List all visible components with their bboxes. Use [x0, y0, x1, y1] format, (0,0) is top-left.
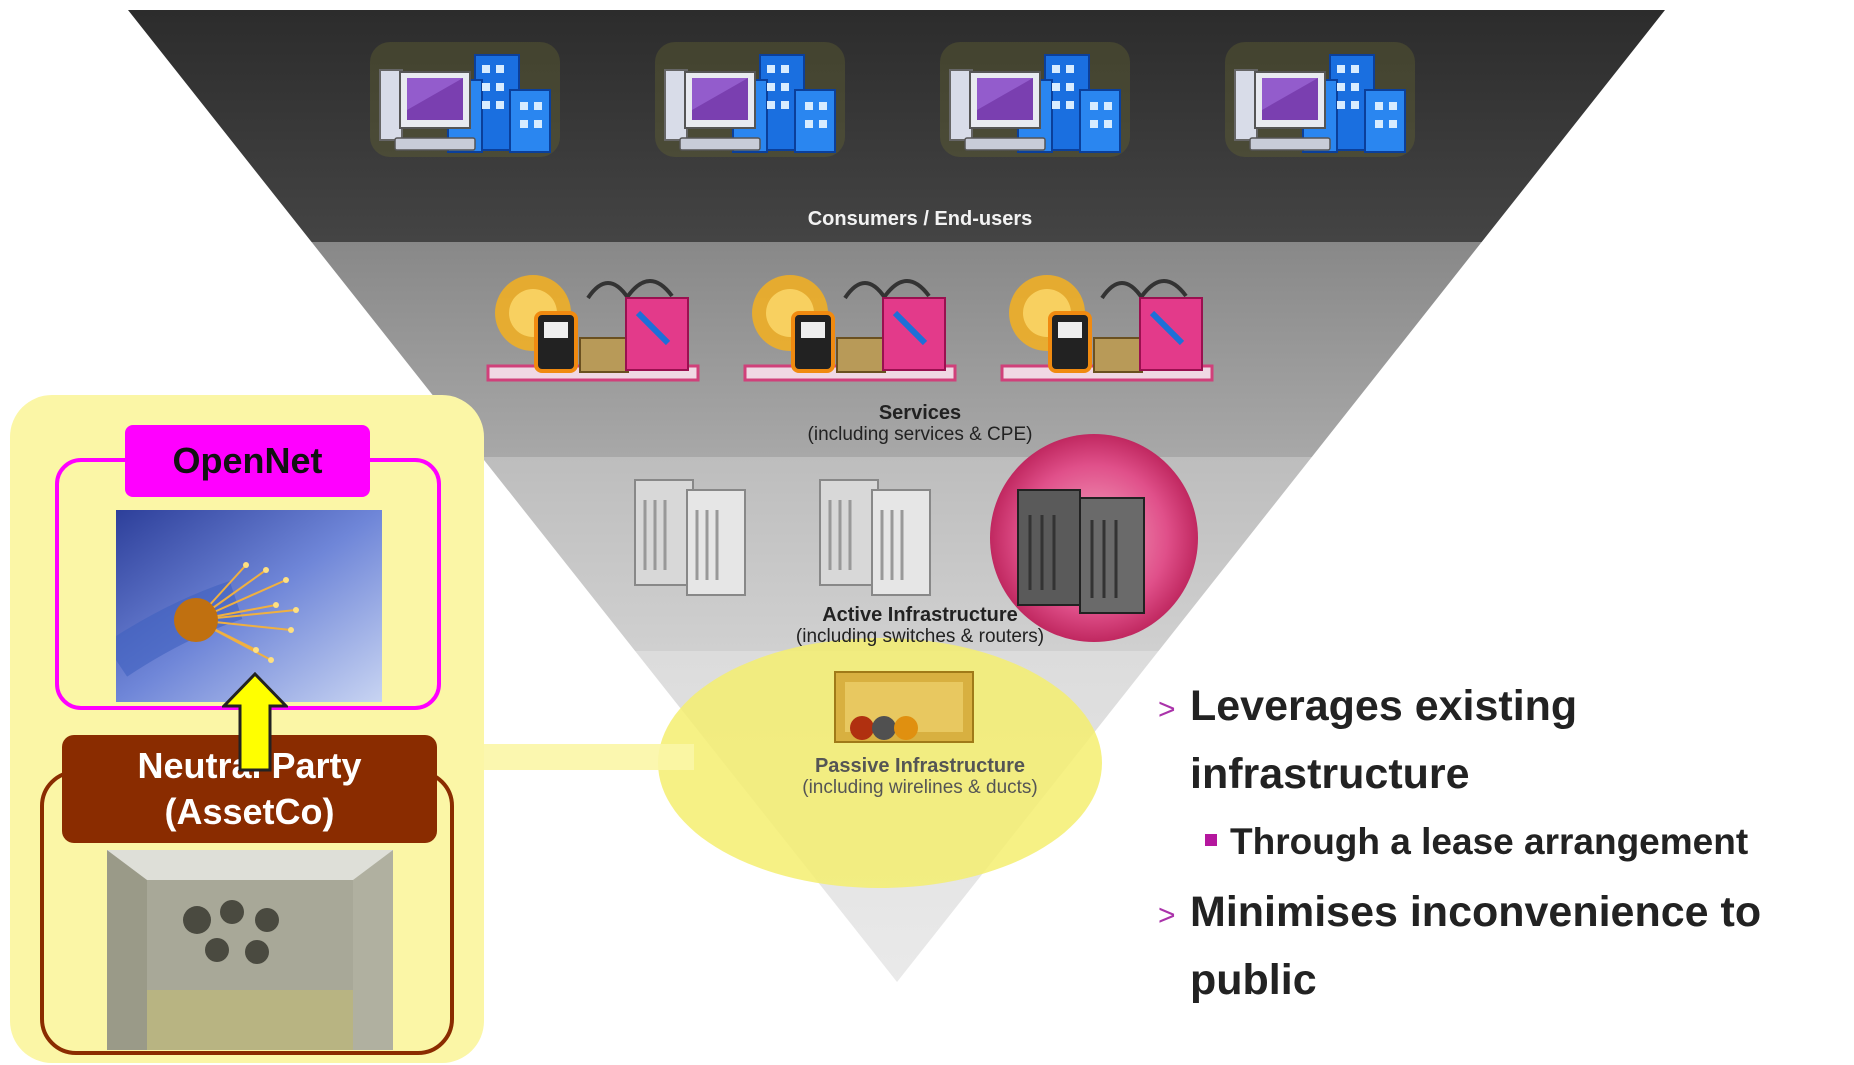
layer-label-passive: Passive Infrastructure (including wireli…	[620, 755, 1220, 799]
up-arrow-icon	[222, 672, 288, 772]
layer-title: Consumers / End-users	[807, 208, 1033, 230]
layer-title: Passive Infrastructure	[814, 755, 1026, 777]
bullet-list: > Leverages existing infrastructure Thro…	[1158, 672, 1854, 1020]
layer-label-services: Services (including services & CPE)	[620, 402, 1220, 446]
layer-title: Services	[878, 402, 962, 424]
server-icon	[633, 478, 747, 597]
layer-subtitle: (including services & CPE)	[807, 424, 1033, 445]
bullet-marker: >	[1158, 899, 1176, 932]
bullet-text: Minimises inconvenience to public	[1190, 888, 1762, 1004]
layer-label-consumers: Consumers / End-users	[620, 208, 1220, 230]
consumer-icon	[1224, 41, 1416, 158]
consumer-icon	[939, 41, 1131, 158]
layer-label-active: Active Infrastructure (including switche…	[620, 604, 1220, 648]
layer-title: Active Infrastructure	[822, 604, 1018, 626]
layer-subtitle: (including switches & routers)	[795, 626, 1045, 647]
manhole-photo	[107, 850, 393, 1050]
bullet-item: > Minimises inconvenience to public	[1158, 878, 1854, 1014]
passive-highlight	[658, 638, 1102, 888]
opennet-label: OpenNet	[125, 425, 370, 497]
bullet-marker: >	[1158, 693, 1176, 726]
fiber-optic-photo	[116, 510, 382, 702]
bullet-item: > Leverages existing infrastructure	[1158, 672, 1854, 808]
duct-icon	[834, 671, 974, 743]
bullet-text: Leverages existing infrastructure	[1190, 682, 1578, 798]
server-icon	[818, 478, 932, 597]
server-icon	[1017, 489, 1145, 614]
connector-bar	[484, 744, 694, 770]
layer-subtitle: (including wirelines & ducts)	[802, 777, 1038, 798]
consumer-icon	[369, 41, 561, 158]
sub-bullet-item: Through a lease arrangement	[1158, 814, 1854, 870]
consumer-icon	[654, 41, 846, 158]
assetco-label-line2: (AssetCo)	[164, 791, 335, 832]
sub-bullet-text: Through a lease arrangement	[1230, 821, 1749, 862]
square-bullet-icon	[1205, 834, 1217, 846]
